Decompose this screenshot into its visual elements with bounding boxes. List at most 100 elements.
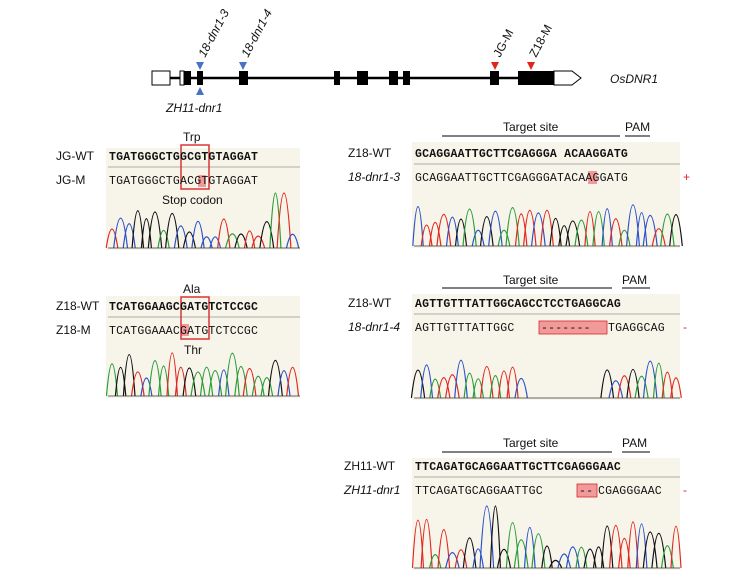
- exon: [490, 71, 499, 85]
- chromatogram-peak: [269, 192, 282, 249]
- chromatogram-peak: [140, 218, 152, 249]
- wt-sequence: TTCAGATGCAGGAATTGCTTCGAGGGAAC: [415, 461, 621, 474]
- utr5-box: [151, 70, 171, 86]
- codon-label-top: Trp: [183, 130, 201, 144]
- chromatogram-peak: [489, 505, 501, 569]
- marker-blue-1: [196, 62, 204, 70]
- marker-label-18-dnr1-3: 18-dnr1-3: [195, 7, 232, 60]
- chromatogram-peak: [277, 370, 291, 397]
- chromatogram-peak: [454, 218, 468, 247]
- chromatogram-peak: [618, 229, 631, 247]
- marker-label-z18-m: Z18-M: [526, 22, 555, 59]
- mutant-sequence-gap: -------: [541, 322, 591, 335]
- chromatogram-peak: [642, 214, 658, 247]
- chromatogram-peak: [182, 231, 196, 249]
- panel-18-dnr1-4: Target site PAM Z18-WT AGTTGTTTATTGGCAGC…: [348, 273, 687, 400]
- chromatogram-peak: [472, 548, 484, 569]
- chromatogram-peak: [182, 367, 197, 397]
- chromatogram-peak: [557, 553, 572, 569]
- chromatogram-peak: [583, 548, 597, 569]
- indel-sign: +: [683, 170, 690, 184]
- chromatogram-trace: [410, 359, 682, 399]
- chromatogram-peak: [242, 368, 257, 397]
- deletion-highlight: [538, 320, 608, 335]
- utr3-arrow: [553, 70, 582, 86]
- chromatogram-peak: [147, 211, 163, 249]
- wt-sequence: TCATGGAAGCGATGTCTCCGC: [109, 301, 258, 314]
- exon: [239, 71, 248, 85]
- mutant-sequence: GCAGGAATTGCTTCGAGGGATACAAGGATG: [415, 172, 628, 185]
- chromatogram-trace: [412, 204, 683, 247]
- chromatogram-peak: [420, 364, 434, 399]
- exon: [184, 71, 191, 85]
- mutant-label: 18-dnr1-3: [348, 170, 400, 184]
- marker-red-1: [491, 62, 499, 70]
- utr5-small-box: [179, 70, 185, 86]
- chromatogram-peak: [130, 371, 145, 397]
- chromatogram-peak: [437, 529, 451, 569]
- deletion-highlight: [576, 483, 598, 498]
- chromatogram-peak: [575, 546, 588, 569]
- chromatogram-peak: [251, 235, 266, 249]
- codon-label-bottom: Stop codon: [162, 193, 223, 207]
- chromatogram-peak: [514, 377, 528, 399]
- mutant-label: 18-dnr1-4: [348, 320, 400, 334]
- exon: [518, 71, 554, 85]
- pam-label: PAM: [622, 273, 647, 287]
- gene-name: OsDNR1: [610, 72, 658, 86]
- chromatogram-peak: [199, 366, 214, 397]
- mutation-highlight: [181, 324, 189, 336]
- chromatogram-peak: [267, 360, 283, 397]
- mutation-highlight: [198, 175, 206, 187]
- chromatogram-peak: [541, 545, 553, 569]
- chromatogram-peak: [600, 369, 615, 399]
- exon: [197, 71, 203, 85]
- chromatogram-bg: [106, 148, 300, 250]
- chromatogram-peak: [660, 213, 675, 247]
- chromatogram-peak: [286, 367, 300, 397]
- chromatogram-bg: [412, 458, 680, 570]
- chromatogram-peak: [114, 367, 127, 397]
- chromatogram-peak: [592, 546, 605, 569]
- chromatogram-peak: [445, 374, 460, 399]
- chromatogram-peak: [634, 375, 649, 399]
- chromatogram-peak: [260, 376, 274, 397]
- chromatogram-peak: [574, 219, 589, 247]
- chromatogram-peak: [166, 352, 178, 397]
- chromatogram-peak: [173, 225, 188, 249]
- codon-label-bottom: Thr: [184, 343, 202, 357]
- codon-box: [180, 296, 210, 340]
- chromatogram-peak: [479, 215, 494, 247]
- chromatogram-peak: [412, 206, 424, 247]
- chromatogram-peak: [642, 360, 658, 399]
- gene-structure: 18-dnr1-3 18-dnr1-4 JG-M Z18-M ZH11-dnr1…: [151, 7, 658, 115]
- marker-label-zh11-dnr1: ZH11-dnr1: [165, 101, 222, 115]
- chromatogram-peak: [617, 375, 632, 399]
- chromatogram-peak: [472, 378, 484, 399]
- chromatogram-peak: [454, 549, 468, 569]
- chromatogram-peak: [276, 192, 292, 249]
- chromatogram-peak: [234, 233, 248, 249]
- indel-sign: -: [683, 320, 687, 334]
- chromatogram-peak: [259, 221, 275, 249]
- panel-18-dnr1-3: Target site PAM Z18-WT GCAGGAATTGCTTCGAG…: [348, 120, 690, 248]
- marker-blue-2: [239, 62, 247, 70]
- chromatogram-peak: [513, 539, 529, 569]
- chromatogram-peak: [618, 537, 631, 569]
- chromatogram-peak: [462, 208, 477, 247]
- chromatogram-peak: [191, 221, 205, 249]
- chromatogram-peak: [157, 229, 170, 249]
- target-site-label: Target site: [503, 273, 559, 287]
- mutant-sequence-left: TTCAGATGCAGGAATTGC: [415, 485, 543, 498]
- chromatogram-peak: [436, 213, 452, 247]
- chromatogram-peak: [251, 375, 265, 397]
- chromatogram-peak: [165, 212, 180, 249]
- marker-blue-bottom: [196, 87, 204, 95]
- chromatogram-peak: [558, 225, 571, 247]
- chromatogram-peak: [209, 236, 222, 249]
- chromatogram-trace: [105, 352, 300, 397]
- chromatogram-peak: [429, 378, 442, 399]
- chromatogram-peak: [122, 223, 136, 249]
